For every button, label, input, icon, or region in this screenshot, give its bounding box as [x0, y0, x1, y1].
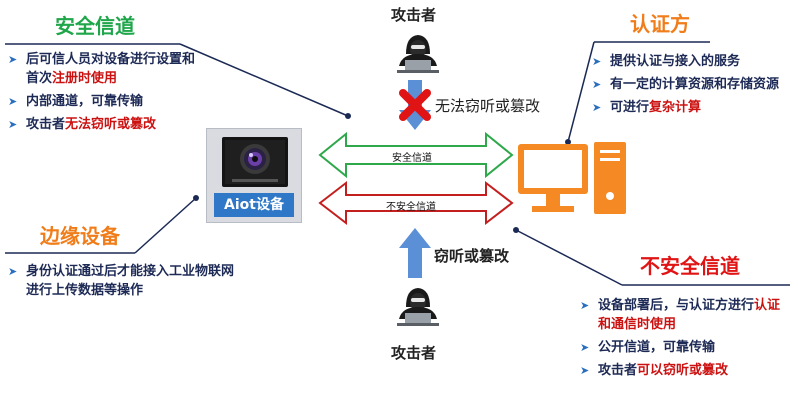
bullet-arrow-icon: ➤	[592, 101, 602, 114]
highlight-text: 复杂计算	[649, 100, 702, 115]
bullet-arrow-icon: ➤	[580, 299, 590, 312]
bullet-text: 后可信人员对设备进行设置和首次	[26, 52, 196, 86]
bullet-item: ➤ 攻击者无法窃听或篡改	[8, 115, 198, 134]
insecure-double-arrow-icon	[318, 180, 514, 226]
bullet-arrow-icon: ➤	[580, 364, 590, 377]
bullet-text: 有一定的计算资源和存储资源	[610, 77, 780, 92]
blocked-note: 无法窃听或篡改	[435, 97, 541, 115]
bullet-arrow-icon: ➤	[8, 95, 18, 108]
insecure-leader	[515, 229, 623, 286]
bullet-item: ➤ 有一定的计算资源和存储资源	[592, 75, 784, 94]
secure-leader	[179, 43, 349, 117]
bullet-text: 攻击者	[598, 363, 638, 378]
bullet-text: 设备部署后，与认证方进行	[598, 298, 755, 313]
auth-leader	[567, 41, 595, 143]
bullet-item: ➤ 设备部署后，与认证方进行认证和通信时使用	[580, 296, 790, 334]
insecure-channel-arrow-label: 不安全信道	[386, 202, 436, 213]
camera-icon	[222, 137, 288, 187]
blocked-x-icon	[399, 89, 431, 121]
attacker-bottom-label: 攻击者	[391, 344, 437, 362]
secure-channel-bullets: ➤ 后可信人员对设备进行设置和首次注册时使用 ➤ 内部通道，可靠传输 ➤ 攻击者无法窃听或…	[8, 50, 198, 138]
aiot-device-label: Aiot设备	[214, 193, 294, 217]
bullet-text: 身份认证通过后才能接入工业物联网进行上传数据等操作	[26, 264, 235, 298]
secure-double-arrow-icon	[318, 131, 514, 179]
bullet-item: ➤ 内部通道，可靠传输	[8, 92, 198, 111]
hacker-icon	[397, 35, 439, 73]
bullet-item: ➤ 后可信人员对设备进行设置和首次注册时使用	[8, 50, 198, 88]
authenticator-bullets: ➤ 提供认证与接入的服务 ➤ 有一定的计算资源和存储资源 ➤ 可进行复杂计算	[592, 52, 784, 121]
bullet-item: ➤ 身份认证通过后才能接入工业物联网进行上传数据等操作	[8, 262, 244, 300]
bullet-item: ➤ 公开信道，可靠传输	[580, 338, 790, 357]
computer-icon	[518, 142, 626, 214]
highlight-text: 注册时使用	[52, 71, 118, 86]
bullet-arrow-icon: ➤	[8, 118, 18, 131]
highlight-text: 认证和通信时使用	[598, 298, 781, 332]
bullet-text: 提供认证与接入的服务	[610, 54, 741, 69]
bullet-arrow-icon: ➤	[592, 55, 602, 68]
bullet-item: ➤ 可进行复杂计算	[592, 98, 784, 117]
highlight-text: 无法窃听或篡改	[65, 117, 157, 132]
edge-device-bullets: ➤ 身份认证通过后才能接入工业物联网进行上传数据等操作	[8, 262, 244, 304]
insecure-channel-bullets: ➤ 设备部署后，与认证方进行认证和通信时使用 ➤ 公开信道，可靠传输 ➤ 攻击者可以窃听或…	[580, 296, 790, 384]
bullet-arrow-icon: ➤	[8, 53, 18, 66]
bullet-arrow-icon: ➤	[8, 265, 18, 278]
bullet-text: 攻击者	[26, 117, 66, 132]
bullet-text: 可进行	[610, 100, 650, 115]
insecure-channel-title: 不安全信道	[640, 254, 740, 278]
hacker-icon	[397, 288, 439, 326]
highlight-text: 可以窃听或篡改	[637, 363, 729, 378]
bullet-item: ➤ 攻击者可以窃听或篡改	[580, 361, 790, 380]
bullet-item: ➤ 提供认证与接入的服务	[592, 52, 784, 71]
bullet-text: 内部通道，可靠传输	[26, 94, 144, 109]
secure-channel-arrow-label: 安全信道	[392, 153, 432, 164]
authenticator-title: 认证方	[630, 12, 690, 36]
edge-leader	[134, 197, 197, 254]
bullet-text: 公开信道，可靠传输	[598, 340, 716, 355]
attack-note: 窃听或篡改	[434, 247, 510, 265]
attack-arrow	[399, 228, 431, 278]
bullet-arrow-icon: ➤	[592, 78, 602, 91]
edge-device-title: 边缘设备	[40, 224, 120, 248]
secure-channel-title: 安全信道	[55, 14, 135, 38]
attacker-top-label: 攻击者	[391, 6, 437, 24]
bullet-arrow-icon: ➤	[580, 341, 590, 354]
